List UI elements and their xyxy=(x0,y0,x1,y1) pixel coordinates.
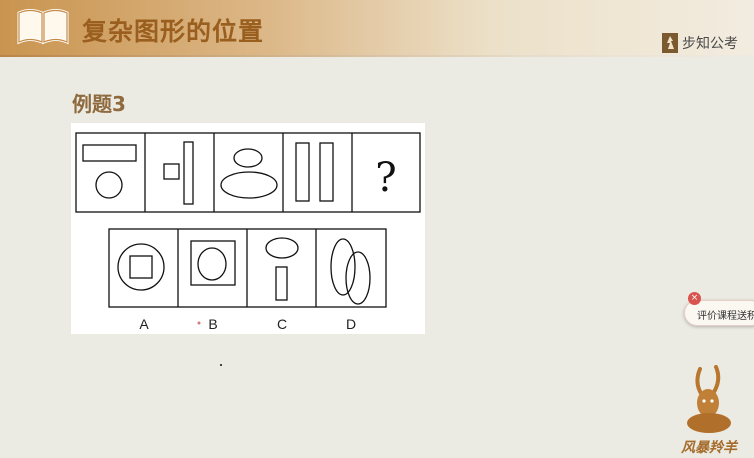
header-bar xyxy=(0,0,754,55)
option-label-a: A xyxy=(139,316,149,332)
antelope-logo-icon xyxy=(687,365,731,433)
brand-name: 步知公考 xyxy=(682,36,738,52)
puzzle-figure: ? A B C D xyxy=(71,123,425,334)
option-label-c: C xyxy=(277,316,287,332)
brand: 步知公考 xyxy=(662,33,738,53)
option-label-d: D xyxy=(346,316,356,332)
cursor-dot xyxy=(220,364,222,366)
example-label: 例题3 xyxy=(72,92,126,116)
book-icon xyxy=(17,9,69,45)
close-icon[interactable]: × xyxy=(688,292,701,305)
logo-text: 风暴羚羊 xyxy=(681,440,737,456)
sequence-frame xyxy=(75,132,421,213)
brand-logo-icon xyxy=(662,33,678,53)
page-title: 复杂图形的位置 xyxy=(82,17,265,46)
question-mark: ? xyxy=(375,155,396,201)
rating-text[interactable]: 评价课程送积分 xyxy=(697,311,754,322)
option-label-b: B xyxy=(208,316,217,332)
header-divider xyxy=(0,55,754,57)
